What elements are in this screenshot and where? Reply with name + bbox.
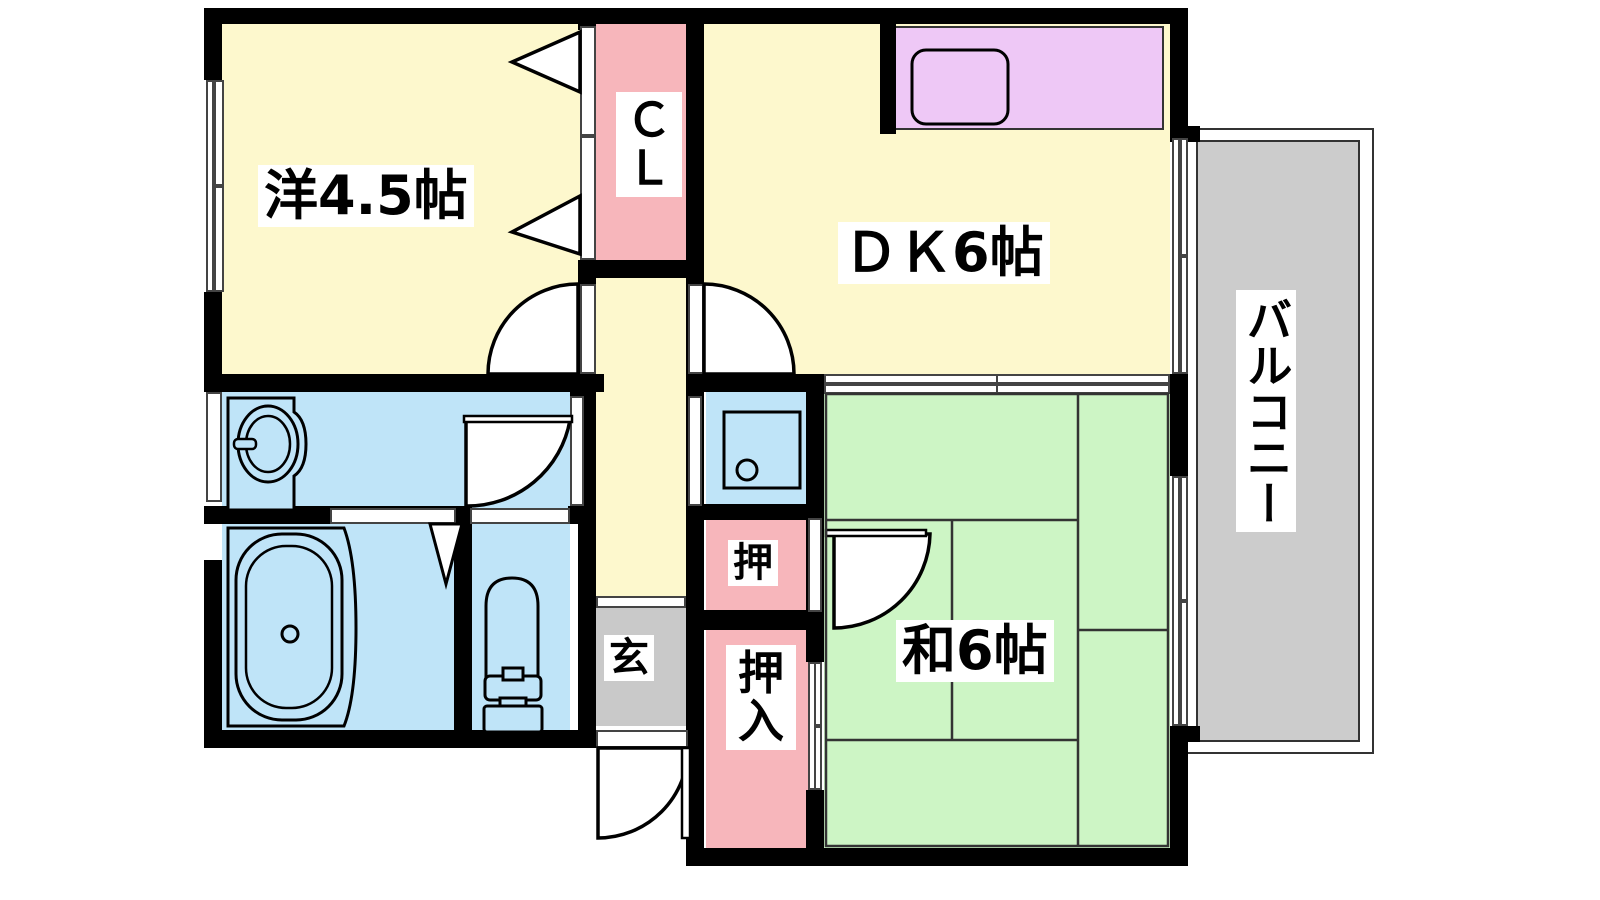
window-east-tatami-pane-c[interactable] bbox=[1180, 601, 1188, 726]
oshiire-bottom-door-c[interactable] bbox=[814, 726, 822, 790]
wall-exterior-left-upper bbox=[204, 8, 222, 80]
window-east-dk-pane-c[interactable] bbox=[1180, 256, 1188, 374]
window-west-bedroom-pane-b[interactable] bbox=[214, 80, 224, 186]
oshiire-top-door[interactable] bbox=[808, 518, 822, 612]
window-east-tatami-pane-a[interactable] bbox=[1172, 476, 1180, 726]
closet-cl-door-leaf-upper[interactable] bbox=[580, 26, 596, 136]
door-entrance[interactable] bbox=[596, 746, 692, 840]
closet-cl-door-leaf-lower[interactable] bbox=[580, 136, 596, 260]
wall-balcony-bottom-tab bbox=[1170, 726, 1200, 742]
wall-exterior-left-mid bbox=[204, 292, 222, 392]
window-west-bedroom-pane-a[interactable] bbox=[206, 80, 214, 292]
label-balcony: バルコニー bbox=[1236, 290, 1296, 532]
wall-exterior-top-right bbox=[596, 8, 1184, 24]
label-oshiire-bottom-line2: 入 bbox=[738, 694, 784, 749]
wall-bedroom-right-lower bbox=[578, 260, 686, 278]
door-bedroom-jamb bbox=[580, 284, 596, 374]
wall-toilet-right bbox=[568, 506, 586, 524]
label-oshiire-bottom-line1: 押 bbox=[738, 646, 784, 700]
fusuma-dk-tatami-panel-b[interactable] bbox=[824, 384, 998, 394]
wall-exterior-bottom-right bbox=[686, 848, 1188, 866]
label-closet-cl-line2: Ｌ bbox=[626, 141, 672, 196]
wall-bedroom-right-upper bbox=[578, 8, 596, 30]
room-fill-washroom bbox=[222, 392, 570, 516]
label-tatami-room: 和6帖 bbox=[896, 620, 1054, 682]
label-closet-cl: Ｃ Ｌ bbox=[616, 92, 682, 197]
entrance-step-line bbox=[596, 596, 686, 608]
wall-washer-alcove-bottom bbox=[704, 504, 824, 520]
wall-kitchen-stub bbox=[880, 22, 896, 134]
wall-bath-toilet-divider bbox=[454, 506, 472, 748]
wall-hall-left-3 bbox=[578, 604, 596, 748]
label-oshiire-top: 押 bbox=[728, 540, 778, 586]
label-entrance: 玄 bbox=[604, 635, 654, 681]
fusuma-dk-tatami-panel-a[interactable] bbox=[824, 374, 998, 384]
oshiire-bottom-door-b[interactable] bbox=[814, 662, 822, 726]
wall-washer-alcove-right bbox=[806, 392, 824, 504]
entrance-door-threshold bbox=[596, 730, 688, 748]
door-toilet-slider[interactable] bbox=[470, 508, 570, 524]
wall-oshiire-right-bottom bbox=[806, 630, 824, 662]
room-fill-washer-alcove bbox=[706, 392, 808, 504]
fusuma-dk-tatami-panel-c[interactable] bbox=[996, 374, 1170, 384]
wall-exterior-left-lower bbox=[204, 560, 222, 746]
wall-exterior-bottom-left bbox=[204, 730, 604, 748]
label-oshiire-bottom: 押 入 bbox=[726, 645, 796, 750]
wall-oshiire-divider bbox=[704, 610, 824, 630]
window-west-washroom[interactable] bbox=[206, 392, 222, 502]
wall-entrance-right bbox=[686, 604, 704, 848]
label-dk: ＤＫ6帖 bbox=[838, 222, 1050, 284]
wall-exterior-right-lower bbox=[1170, 726, 1188, 848]
label-closet-cl-line1: Ｃ bbox=[626, 93, 672, 147]
wall-oshiire-right-bottom2 bbox=[806, 790, 824, 848]
room-fill-toilet bbox=[470, 522, 570, 730]
window-west-bedroom-pane-c[interactable] bbox=[214, 186, 224, 292]
wall-divider-horizontal-left bbox=[204, 374, 604, 392]
wall-exterior-right-mid bbox=[1170, 374, 1188, 476]
window-east-tatami-pane-b[interactable] bbox=[1180, 476, 1188, 601]
window-east-dk-pane-b[interactable] bbox=[1180, 138, 1188, 256]
door-dk-jamb bbox=[688, 284, 704, 374]
hall-fill-lower bbox=[596, 376, 686, 604]
window-east-dk-pane-a[interactable] bbox=[1172, 138, 1180, 374]
fusuma-dk-tatami-panel-d[interactable] bbox=[996, 384, 1170, 394]
door-hall-jamb-right bbox=[688, 396, 702, 506]
wall-cl-right bbox=[686, 8, 704, 278]
door-washroom-slider[interactable] bbox=[330, 508, 456, 524]
wall-exterior-right-upper bbox=[1170, 8, 1188, 138]
kitchen-counter-fill bbox=[890, 26, 1164, 130]
room-fill-bathroom bbox=[222, 522, 454, 730]
door-washroom-jamb bbox=[570, 396, 584, 506]
hall-fill-upper bbox=[596, 276, 686, 376]
wall-exterior-top-left bbox=[204, 8, 604, 24]
label-western-room: 洋4.5帖 bbox=[258, 165, 474, 227]
